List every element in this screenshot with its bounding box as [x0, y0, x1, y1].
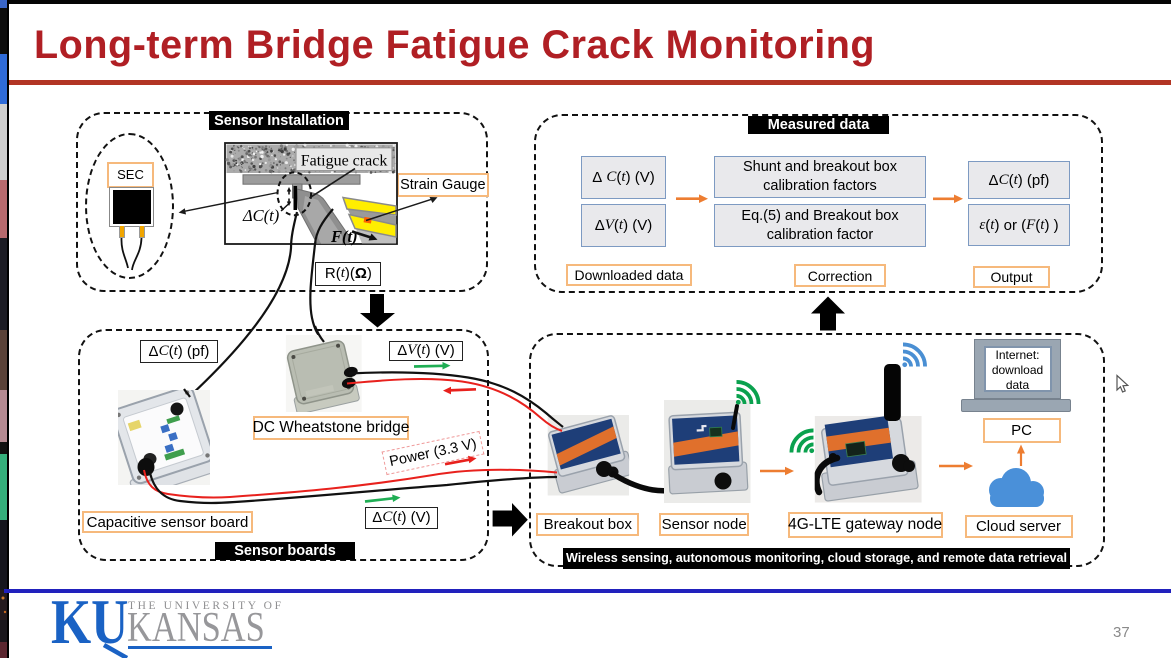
- svg-text:ΔC(t): ΔC(t): [242, 206, 279, 225]
- svg-text:Fatigue crack: Fatigue crack: [301, 153, 388, 170]
- svg-text:F(t): F(t): [330, 227, 358, 246]
